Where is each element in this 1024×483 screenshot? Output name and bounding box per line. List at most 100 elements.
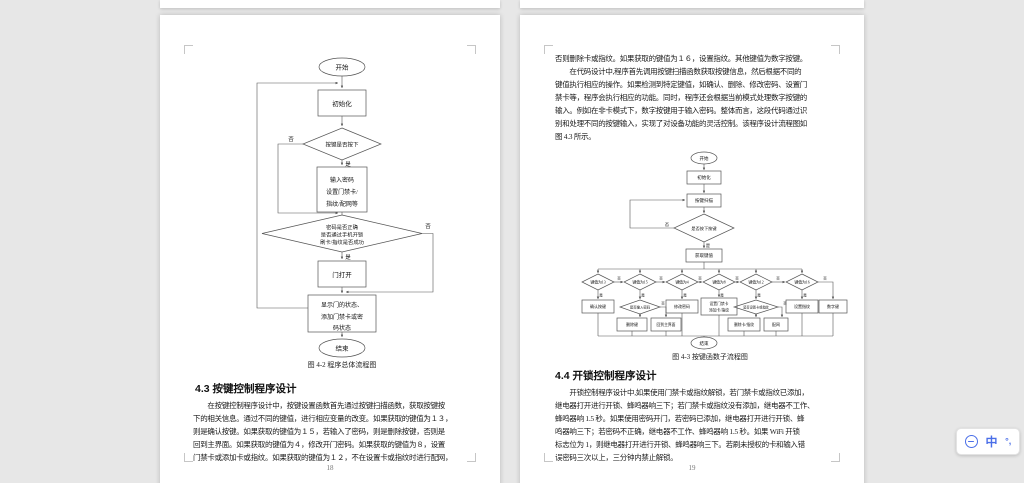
label-no: 否 bbox=[665, 222, 669, 228]
svg-text:是否按下按键: 是否按下按键 bbox=[691, 225, 717, 232]
paragraph-line[interactable]: 图 4.3 所示。 bbox=[555, 132, 596, 141]
flowchart-key-function[interactable]: 开始 初始化 按键扫描 是否按下按键 否 是 获取键值 键 bbox=[568, 150, 858, 350]
node-key-scan: 按键扫描 bbox=[686, 193, 722, 208]
page-right[interactable]: 否则删除卡或指纹。如果获取的键值为１６，设置指纹。其他键值为数字按键。 在代码设… bbox=[520, 15, 864, 483]
ime-logo-icon[interactable] bbox=[964, 435, 978, 448]
paragraph-line[interactable]: 输入。例如在非卡模式下，数字按键用于输入密码。整体而言，这段代码通过识 bbox=[555, 106, 807, 115]
margin-mark-icon bbox=[467, 45, 476, 54]
paragraph-line[interactable]: 开锁控制程序设计中,如果使用门禁卡或指纹解锁，若门禁卡或指纹已添加， bbox=[555, 388, 809, 397]
node-input-password: 输入密码 设置门禁卡/ 指纹/配网等 bbox=[316, 166, 368, 213]
page-left[interactable]: 开始 初始化 按键是否按下 否 是 输入密码 设置门禁卡/ 指纹/配网等 密码是… bbox=[160, 15, 500, 483]
ime-punctuation-toggle[interactable]: °, bbox=[1005, 436, 1012, 446]
svg-text:密码是否正确: 密码是否正确 bbox=[326, 223, 358, 231]
node-init-label: 初始化 bbox=[332, 99, 352, 108]
svg-text:否: 否 bbox=[617, 277, 621, 281]
node-set-card: 设置门禁卡 添加卡/指纹 bbox=[700, 297, 738, 316]
prev-page-edge-right bbox=[520, 0, 864, 8]
svg-text:初始化: 初始化 bbox=[697, 174, 711, 181]
paragraph-line[interactable]: 继电器打开进行开锁、蜂鸣器响三下；若门禁卡或指纹没有添加，继电器不工作、 bbox=[555, 401, 815, 410]
svg-text:开始: 开始 bbox=[700, 155, 709, 162]
svg-text:设置门禁卡/: 设置门禁卡/ bbox=[326, 188, 358, 196]
svg-text:删除卡/指纹: 删除卡/指纹 bbox=[734, 322, 754, 327]
node-start-label: 开始 bbox=[336, 63, 350, 72]
ime-language-toggle[interactable]: 中 bbox=[985, 434, 998, 449]
flowchart-overall[interactable]: 开始 初始化 按键是否按下 否 是 输入密码 设置门禁卡/ 指纹/配网等 密码是… bbox=[255, 55, 440, 375]
svg-text:刷卡/指纹是否成功: 刷卡/指纹是否成功 bbox=[320, 238, 364, 246]
margin-mark-icon bbox=[831, 453, 840, 462]
paragraph-line[interactable]: 在代码设计中,程序首先调用按键扫描函数获取按键信息，然后根据不同的 bbox=[555, 67, 802, 76]
svg-text:是: 是 bbox=[757, 293, 761, 298]
margin-mark-icon bbox=[544, 45, 553, 54]
prev-page-edge-left bbox=[160, 0, 500, 8]
decision-key-pressed: 按键是否按下 否 是 bbox=[288, 127, 382, 168]
paragraph-line[interactable]: 门禁卡或添加卡或指纹。如果获取的键值为１２，不在设置卡或指纹时进行配网， bbox=[193, 453, 453, 462]
svg-text:是否设置卡或指纹: 是否设置卡或指纹 bbox=[743, 305, 769, 310]
figure-caption: 图 4-2 程序总体流程图 bbox=[307, 361, 377, 369]
svg-text:数字键: 数字键 bbox=[827, 303, 839, 309]
svg-text:是否输入密码: 是否输入密码 bbox=[630, 305, 651, 310]
paragraph-line[interactable]: 下的相关信息。通过不同的键值，进行相应变量的改变。如果获取的键值为１３， bbox=[193, 414, 453, 423]
svg-text:是: 是 bbox=[803, 293, 807, 298]
margin-mark-icon bbox=[184, 453, 193, 462]
paragraph-line[interactable]: 键值执行相应的操作。如果检测到特定键值，如确认、删除、修改密码、设置门 bbox=[555, 80, 807, 89]
section-heading-4-3: 4.3 按键控制程序设计 bbox=[195, 383, 297, 395]
node-init: 初始化 bbox=[317, 89, 367, 117]
page-number: 18 bbox=[326, 464, 334, 472]
node-delete-key: 删除键 bbox=[616, 317, 648, 332]
svg-text:门打开: 门打开 bbox=[332, 270, 352, 279]
page-number: 19 bbox=[688, 464, 696, 472]
decision-key-13: 键值为13 否 是 bbox=[581, 273, 621, 298]
node-init: 初始化 bbox=[686, 170, 722, 185]
svg-text:否: 否 bbox=[776, 277, 780, 281]
node-end: 结束 bbox=[318, 338, 366, 358]
decision-key-8: 键值为8 否 是 bbox=[702, 273, 739, 298]
svg-text:结束: 结束 bbox=[336, 344, 350, 353]
section-heading-4-4: 4.4 开锁控制程序设计 bbox=[555, 370, 657, 382]
decision-key-16: 键值为16 否 是 bbox=[785, 273, 827, 298]
paragraph-line[interactable]: 误密码三次以上，三分钟内禁止解锁。 bbox=[555, 453, 678, 462]
svg-text:键值为15: 键值为15 bbox=[632, 280, 647, 285]
paragraph-line[interactable]: 否则删除卡或指纹。如果获取的键值为１６，设置指纹。其他键值为数字按键。 bbox=[555, 54, 807, 63]
paragraph-line[interactable]: 则是确认按键。如果获取的键值为１５，若输入了密码，则是删除按键，否则是 bbox=[193, 427, 445, 436]
paragraph-line[interactable]: 禁卡等，程序会执行相应的功能。同时，程序还会根据当前模式处理数字按键的 bbox=[555, 93, 807, 102]
svg-text:键值为13: 键值为13 bbox=[590, 280, 605, 285]
svg-text:获取键值: 获取键值 bbox=[695, 252, 713, 259]
svg-text:确认按键: 确认按键 bbox=[590, 303, 606, 309]
svg-text:指纹/配网等: 指纹/配网等 bbox=[326, 200, 358, 208]
margin-mark-icon bbox=[467, 453, 476, 462]
svg-text:回到主界面: 回到主界面 bbox=[657, 322, 676, 327]
svg-text:是: 是 bbox=[683, 293, 687, 298]
paragraph-line[interactable]: 在按键控制程序设计中，按键设置函数首先通过按键扫描函数，获取按键按 bbox=[193, 401, 445, 410]
paragraph-line[interactable]: 回到主界面。如果获取的键值为４，修改开门密码。如果获取的键值为８，设置 bbox=[193, 440, 445, 449]
node-set-fingerprint: 设置指纹 bbox=[785, 299, 819, 314]
paragraph-line[interactable]: 别和处理不同的按键输入，实现了对设备功能的灵活控制。该程序设计流程图如 bbox=[555, 119, 807, 128]
ime-toolbar[interactable]: 中 °, bbox=[956, 428, 1020, 455]
label-yes: 是 bbox=[706, 243, 711, 249]
svg-text:否: 否 bbox=[735, 277, 739, 281]
svg-text:是: 是 bbox=[599, 293, 603, 298]
svg-text:键值为4: 键值为4 bbox=[675, 280, 688, 285]
svg-text:码状态: 码状态 bbox=[333, 324, 351, 332]
svg-text:删除键: 删除键 bbox=[626, 321, 638, 327]
flow-connectors bbox=[256, 76, 434, 337]
paragraph-line[interactable]: 标志位为 1，则继电器打开进行开锁、蜂鸣器响三下。若刷未授权的卡和输入错 bbox=[555, 440, 805, 449]
decision-key-15: 键值为15 否 是 bbox=[623, 273, 663, 298]
decision-card-mode: 是否设置卡或指纹 否 bbox=[732, 299, 787, 315]
node-delete-card: 删除卡/指纹 bbox=[727, 317, 761, 332]
svg-text:配网: 配网 bbox=[772, 322, 780, 327]
svg-text:输入密码: 输入密码 bbox=[330, 176, 354, 184]
svg-text:按键扫描: 按键扫描 bbox=[695, 197, 713, 204]
paragraph-line[interactable]: 蜂鸣器响 1.5 秒。如果使用密码开门，若密码已添加，继电器打开进行开锁、蜂 bbox=[555, 414, 805, 423]
paragraph-line[interactable]: 鸣器响三下；若密码不正确，继电器不工作、蜂鸣器响 1.5 秒。如果 WiFi 开… bbox=[555, 427, 800, 436]
svg-text:是否通过手机开锁: 是否通过手机开锁 bbox=[321, 231, 364, 239]
svg-text:键值为8: 键值为8 bbox=[712, 280, 725, 285]
label-yes: 是 bbox=[345, 161, 351, 168]
decision-password-entered: 是否输入密码 否 bbox=[618, 299, 665, 315]
svg-text:是: 是 bbox=[641, 293, 645, 298]
node-confirm-key: 确认按键 bbox=[581, 299, 615, 314]
label-no: 否 bbox=[288, 136, 294, 143]
node-door-open: 门打开 bbox=[317, 260, 367, 288]
node-network-config: 配网 bbox=[763, 317, 789, 332]
node-end: 结束 bbox=[690, 336, 718, 350]
